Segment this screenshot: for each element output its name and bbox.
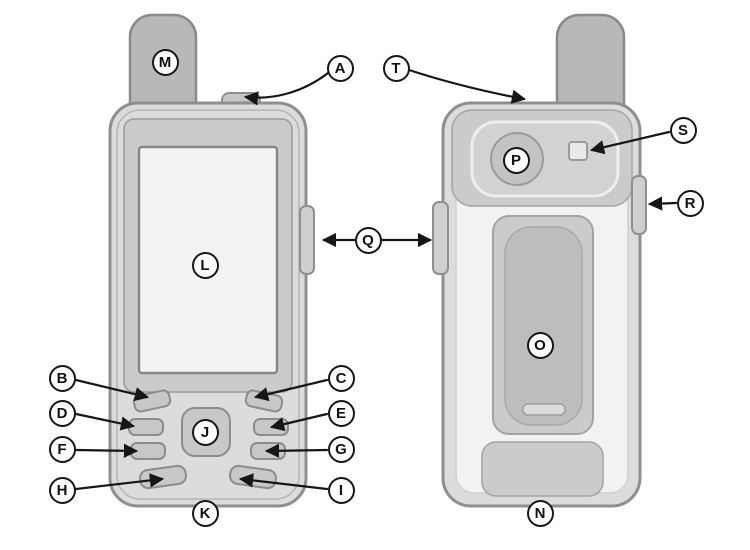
- back-side-button-left: [432, 201, 449, 275]
- arrow-d: [74, 412, 136, 431]
- front-device: [108, 13, 315, 508]
- arrow-h: [74, 473, 165, 491]
- sensor-square: [568, 141, 588, 161]
- arrow-f: [74, 443, 139, 458]
- callout-arrows: [74, 68, 678, 491]
- arrow-s: [589, 130, 671, 155]
- arrow-a: [243, 71, 330, 106]
- screen: [137, 145, 279, 375]
- arrow-g: [264, 443, 329, 458]
- mount-spine-slot: [522, 403, 566, 416]
- front-body-inner-outline: [116, 109, 300, 500]
- arrow-c: [253, 378, 329, 402]
- front-side-button: [299, 205, 315, 275]
- arrow-t: [407, 68, 527, 104]
- key-left-mid: [128, 418, 164, 436]
- directional-pad: [181, 407, 231, 457]
- mount-spine-inner: [504, 226, 583, 426]
- back-bottom-panel: [481, 441, 604, 497]
- back-device: [432, 13, 647, 508]
- speaker-circle: [490, 132, 544, 186]
- arrow-b: [74, 378, 150, 402]
- arrow-r: [647, 196, 678, 211]
- arrow-e: [269, 412, 329, 432]
- arrow-i: [238, 473, 329, 491]
- back-side-button-right: [631, 175, 647, 235]
